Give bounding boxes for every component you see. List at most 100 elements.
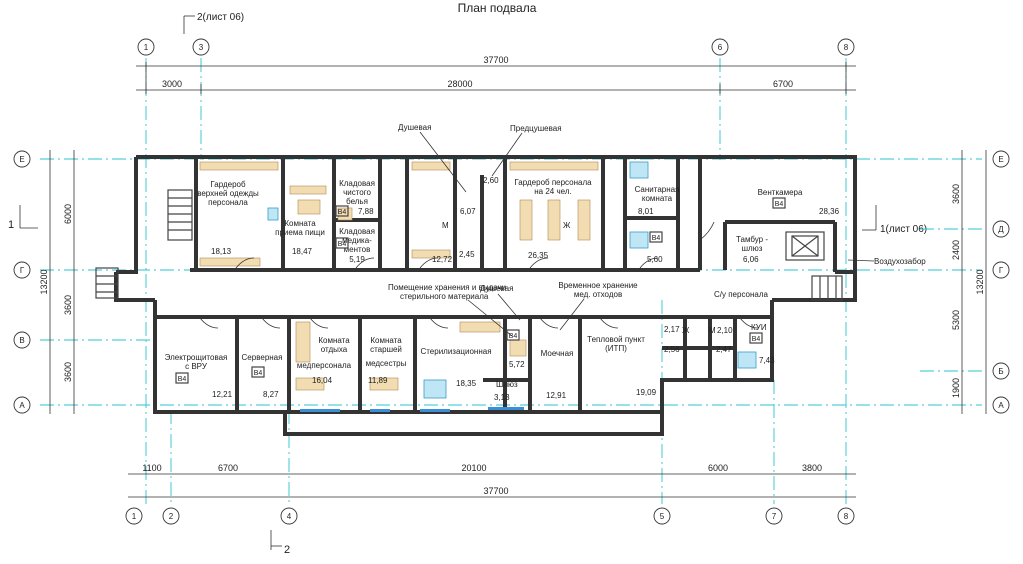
room-senior-name-3: медсестры xyxy=(366,359,407,368)
svg-text:1: 1 xyxy=(132,512,137,521)
axis-bubble-left-E: Е xyxy=(13,150,31,168)
section-left-label: 1 xyxy=(8,219,14,231)
dim-top-part-3: 6700 xyxy=(773,79,793,89)
room-medstore-area: 5,19 xyxy=(349,255,365,264)
axis-bubble-right-G: Г xyxy=(992,261,1010,279)
room-sanitary-area: 8,01 xyxy=(638,207,654,216)
svg-text:Г: Г xyxy=(999,266,1004,275)
dim-left-total: 13200 xyxy=(39,269,49,294)
label-sterile-store-1: Помещение хранения и выдачи xyxy=(388,283,506,292)
room-linen-name-1: Кладовая xyxy=(339,179,375,188)
room-toilet2-area: 2,56 xyxy=(664,345,680,354)
dim-bottom-part-3: 20100 xyxy=(461,463,486,473)
axis-bubble-top-1: 1 xyxy=(137,38,155,56)
stair-right xyxy=(811,275,843,301)
room-toilet3-area: 2,10 xyxy=(717,326,733,335)
room-rest-area: 16,04 xyxy=(312,376,333,385)
svg-text:1: 1 xyxy=(144,43,149,52)
room-shower-small-area: 2,45 xyxy=(459,250,475,259)
room-food-name-1: Комната xyxy=(284,219,316,228)
label-temp-store-1: Временное хранение xyxy=(558,281,638,290)
room-sanitary-name-1: Санитарная xyxy=(635,185,680,194)
dim-bottom-total: 37700 xyxy=(483,486,508,496)
dim-left-part-1: 6000 xyxy=(63,204,73,224)
axis-bubble-right-D: Д xyxy=(992,220,1010,238)
svg-text:8: 8 xyxy=(844,43,849,52)
room-heat-area: 19,09 xyxy=(636,388,657,397)
room-sanitary-name-2: комната xyxy=(642,194,673,203)
room-electro-name-2: с ВРУ xyxy=(185,362,208,371)
room-steril-area: 18,35 xyxy=(456,379,477,388)
room-garderob-name-1: Гардероб xyxy=(210,180,246,189)
room-medstore-name-1: Кладовая xyxy=(339,227,375,236)
tag-electro: В4 xyxy=(175,372,189,384)
axis-bubble-bottom-5: 5 xyxy=(653,507,671,525)
svg-text:В: В xyxy=(19,336,24,345)
svg-text:В4: В4 xyxy=(178,376,187,383)
label-preshower: Предцушевая xyxy=(510,124,562,133)
room-labels: Гардероб верхней одежды персонала 18,13 … xyxy=(165,123,927,402)
label-shower-bottom: Душевая xyxy=(480,284,513,293)
room-linen-name-3: белья xyxy=(346,197,368,206)
room-heat-name-2: (ИТП) xyxy=(605,344,627,353)
room-toilet-m: М xyxy=(709,326,716,335)
dim-bottom-part-1: 1100 xyxy=(142,463,161,473)
doors xyxy=(199,221,759,329)
furniture xyxy=(199,161,757,399)
axis-bubble-bottom-8: 8 xyxy=(837,507,855,525)
room-wash-name: Моечная xyxy=(541,349,574,358)
axis-bubble-bottom-7: 7 xyxy=(765,507,783,525)
room-rest-name-2: отдыха xyxy=(321,345,348,354)
axis-bubble-top-3: 3 xyxy=(192,38,210,56)
dim-top-total: 37700 xyxy=(483,55,508,65)
room-food-name-2: приема пищи xyxy=(275,228,325,237)
axis-bubble-bottom-1: 1 xyxy=(125,507,143,525)
room-senior-name-2: старшей xyxy=(370,345,402,354)
room-shower-area: 6,07 xyxy=(460,207,476,216)
svg-text:В4: В4 xyxy=(652,235,661,242)
room-server-name: Серверная xyxy=(242,353,283,362)
section-mark-left: 1 xyxy=(8,205,38,231)
plan-title: План подвала xyxy=(458,1,537,15)
exterior-walls xyxy=(114,155,857,436)
room-garderob-area: 18,13 xyxy=(211,247,232,256)
room-heat-name-1: Тепловой пункт xyxy=(587,335,645,344)
room-senior-area: 11,89 xyxy=(368,376,388,385)
tag-steril-store: В4 xyxy=(506,329,520,341)
dim-right-part-2: 2400 xyxy=(951,240,961,260)
dimension-right: 13200 3600 2400 5300 1900 xyxy=(951,150,987,414)
room-sluice-name: Шлюз xyxy=(496,380,518,389)
room-wash-area: 12,91 xyxy=(546,391,567,400)
section-mark-bottom: 2 xyxy=(270,530,290,556)
stair-left xyxy=(95,267,119,299)
svg-text:А: А xyxy=(19,401,25,410)
label-shower-top: Душевая xyxy=(398,123,431,132)
dimension-left: 13200 6000 3600 3600 xyxy=(39,150,75,414)
axis-bubble-bottom-4: 4 xyxy=(280,507,298,525)
room-garderob-name-3: персонала xyxy=(208,198,248,207)
dim-right-part-3: 5300 xyxy=(951,310,961,330)
svg-text:Б: Б xyxy=(998,367,1003,376)
tag-vent: В4 xyxy=(772,197,786,209)
svg-text:5: 5 xyxy=(660,512,665,521)
axis-bubble-left-V: В xyxy=(13,331,31,349)
room-senior-name-1: Комната xyxy=(370,336,402,345)
room-toilet4-area: 2,47 xyxy=(716,345,732,354)
stair-top-left xyxy=(167,189,193,241)
room-medstore-name-3: ментов xyxy=(344,245,371,254)
room-medstore-name-2: медика- xyxy=(342,236,372,245)
svg-text:В4: В4 xyxy=(509,333,518,340)
room-tambur-name-1: Тамбур - xyxy=(736,235,768,244)
dimension-bottom: 1100 6700 20100 6000 3800 37700 xyxy=(128,463,856,498)
dim-left-part-2: 3600 xyxy=(63,295,73,315)
svg-text:А: А xyxy=(998,401,1004,410)
dim-bottom-part-2: 6700 xyxy=(218,463,238,473)
room-garderob-staff-name-1: Гардероб персонала xyxy=(514,178,592,187)
svg-text:В4: В4 xyxy=(254,370,263,377)
room-zh-top-name: Ж xyxy=(563,221,571,230)
tag-server: В4 xyxy=(251,366,265,378)
dim-bottom-part-4: 6000 xyxy=(708,463,728,473)
room-garderob-staff-area: 26,35 xyxy=(528,251,549,260)
svg-text:2: 2 xyxy=(169,512,174,521)
svg-text:3: 3 xyxy=(199,43,204,52)
